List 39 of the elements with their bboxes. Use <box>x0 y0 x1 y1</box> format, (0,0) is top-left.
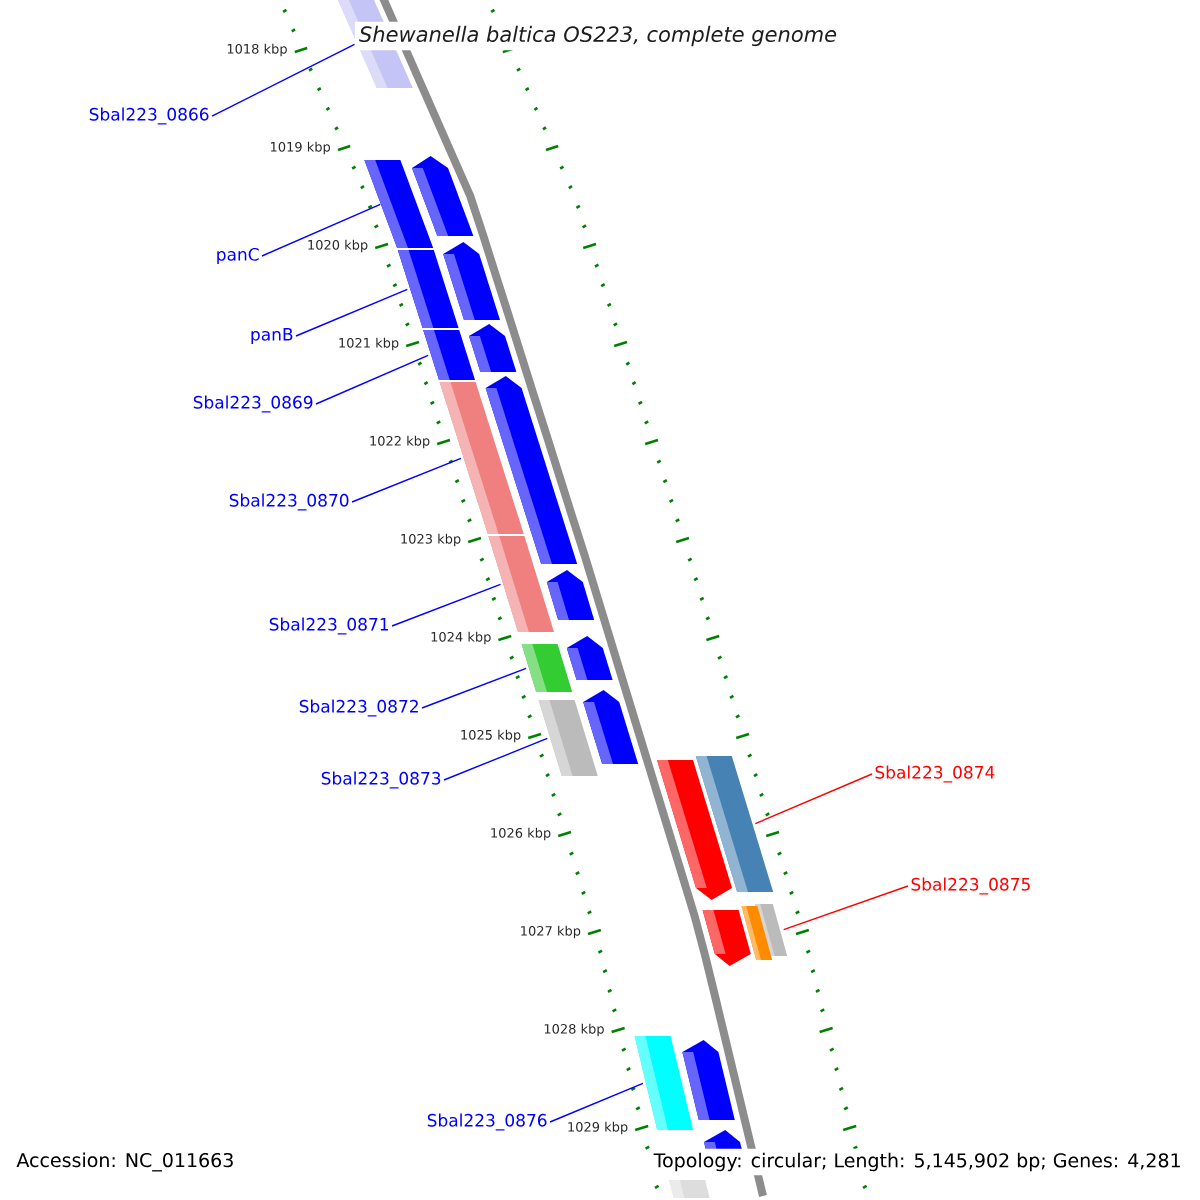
genome-info-label: Topology: circular; Length: 5,145,902 bp; Genes: 4,281 <box>649 1148 1186 1176</box>
gene-label: Sbal223_0871 <box>269 617 389 635</box>
gene-label: panB <box>251 328 293 344</box>
leader-line <box>754 773 873 825</box>
gene-feature <box>583 690 639 764</box>
leader-line <box>783 885 909 931</box>
gene-feature <box>566 636 613 680</box>
gene-label: Sbal223_0873 <box>321 771 441 789</box>
gene-feature <box>443 242 500 320</box>
gene-label: Sbal223_0866 <box>89 107 209 125</box>
leader-line <box>295 288 408 337</box>
leader-line <box>421 667 527 709</box>
gene-label: Sbal223_0874 <box>875 765 995 783</box>
gene-bar <box>521 644 573 692</box>
gene-feature <box>485 376 578 564</box>
gene-feature <box>469 324 517 372</box>
leader-line <box>443 737 548 781</box>
leader-line <box>315 354 429 405</box>
leader-line <box>549 1082 644 1123</box>
gene-label: Sbal223_0872 <box>299 699 418 717</box>
gene-label: Sbal223_0869 <box>193 395 313 413</box>
gene-feature <box>412 156 474 236</box>
gene-bar <box>423 330 475 380</box>
gene-label: Sbal223_0870 <box>229 493 349 511</box>
gene-bar <box>634 1036 694 1130</box>
gene-bar <box>669 1180 710 1198</box>
gene-feature <box>682 1040 735 1120</box>
leader-line <box>261 203 381 257</box>
gene-feature <box>546 570 595 620</box>
gene-label: Sbal223_0876 <box>427 1113 547 1131</box>
leader-line <box>351 457 462 503</box>
gene-feature <box>657 760 732 900</box>
leader-line <box>211 43 356 117</box>
accession-label: Accession: NC_011663 <box>12 1148 239 1176</box>
gene-label: panC <box>217 247 259 265</box>
leader-line <box>391 583 502 627</box>
gene-label: Sbal223_0875 <box>911 877 1030 895</box>
title: Shewanella baltica OS223, complete genome <box>354 21 842 51</box>
gene-feature <box>702 910 751 966</box>
